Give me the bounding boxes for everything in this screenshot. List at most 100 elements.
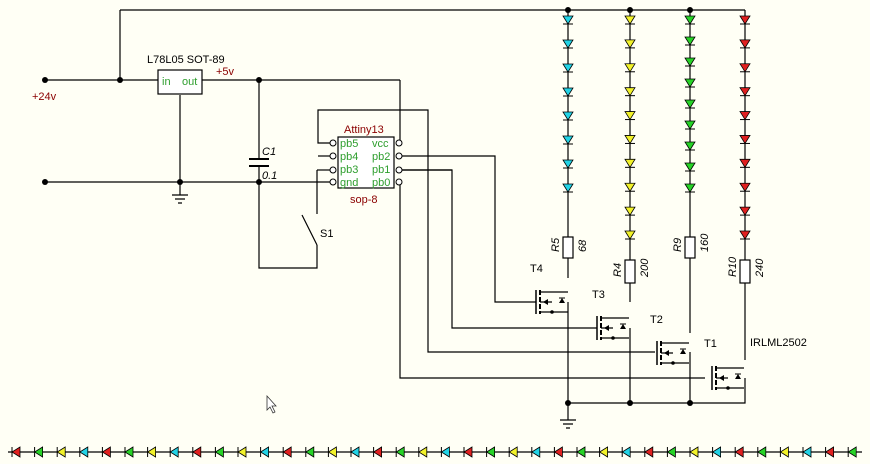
strip-led [259,446,269,458]
strip-led [779,446,789,458]
capacitor-value: 0.1 [262,170,277,182]
led-red-2 [739,39,751,49]
led-red-10 [739,230,751,240]
strip-led [621,446,631,458]
strip-led [847,446,857,458]
strip-led [146,446,156,458]
led-green-7 [684,141,696,151]
led-red-7 [739,158,751,169]
switch: S1 [301,214,333,246]
strip-led [689,446,699,458]
led-green-6 [684,120,696,130]
wires [8,9,862,453]
strip-led [192,446,202,458]
strip-led [350,446,360,458]
strip-led [305,446,315,458]
led-yellow-7 [624,158,636,169]
switch-label: S1 [320,228,333,240]
resistor-name: R10 [727,256,739,277]
strip-led [327,446,337,458]
led-green-1 [684,15,696,25]
resistor-value: 160 [699,233,711,252]
led-green-3 [684,57,696,67]
led-red-1 [739,15,751,25]
led-yellow-9 [624,206,636,216]
mcu-package: sop-8 [350,194,378,206]
led-red-9 [739,206,751,216]
strip-led [124,446,134,458]
led-yellow-2 [624,39,636,49]
mosfet-label: T2 [650,314,663,326]
led-red-6 [739,135,751,145]
regulator-out-pin: out [182,76,197,88]
mcu-pin-right-4: pb0 [372,177,390,189]
mosfet-t1: T1 [704,338,744,390]
led-cyan-1 [562,15,574,25]
strip-led [440,446,450,458]
mosfet-t2: T2 [650,314,689,365]
mosfet-part-label: IRLML2502 [750,337,807,349]
led-cyan-8 [562,183,574,193]
led-cyan-5 [562,111,574,121]
mosfet-t3: T3 [592,289,629,340]
mcu-pin-right-2: pb2 [372,151,390,163]
strip-led [395,446,405,458]
strip-led [463,446,473,458]
strip-led [33,446,43,458]
strip-led [576,446,586,458]
led-green-2 [684,36,696,46]
led-green-4 [684,78,696,88]
bottom-led-strip [11,446,857,458]
resistor-r9: R9 160 [672,233,711,259]
mcu-pin-left-4: gnd [340,177,358,189]
strip-led [824,446,834,458]
led-red-4 [739,87,751,97]
led-red-8 [739,182,751,192]
mcu-name: Attiny13 [344,124,384,136]
mosfet-t4: T4 [530,263,568,314]
led-yellow-8 [624,182,636,192]
mosfet-label: T4 [530,263,543,275]
led-yellow-1 [624,15,636,25]
led-yellow-10 [624,230,636,240]
strip-led [11,446,21,458]
resistor-name: R9 [672,238,684,252]
led-green-9 [684,183,696,193]
supply-24v-label: +24v [32,91,57,103]
strip-led [711,446,721,458]
strip-led [56,446,66,458]
led-cyan-2 [562,39,574,49]
capacitor: C1 0.1 [249,146,277,182]
resistor-value: 240 [754,258,766,278]
strip-led [485,446,495,458]
mcu-pin-left-2: pb4 [340,151,358,163]
mosfet-label: T1 [704,338,717,350]
strip-led [282,446,292,458]
led-cyan-3 [562,63,574,73]
strip-led [237,446,247,458]
strip-led [666,446,676,458]
led-strings [562,15,751,240]
mouse-cursor-icon [266,394,277,414]
led-yellow-5 [624,111,636,121]
voltage-regulator: L78L05 SOT-89 in out [147,54,225,95]
led-yellow-3 [624,63,636,73]
mcu-pin-right-1: vcc [372,138,389,150]
resistor-value: 200 [639,258,651,278]
led-yellow-6 [624,135,636,145]
microcontroller: Attiny13 sop-8 pb5 pb4 pb3 gnd vcc pb2 p… [329,124,403,206]
led-cyan-6 [562,135,574,145]
mcu-pin-left-1: pb5 [340,138,358,150]
led-green-5 [684,99,696,109]
strip-led [372,446,382,458]
strip-led [734,446,744,458]
junctions [42,7,693,406]
strip-led [802,446,812,458]
strip-led [79,446,89,458]
resistor-r10: R10 240 [727,256,766,284]
led-cyan-7 [562,159,574,169]
strip-led [214,446,224,458]
